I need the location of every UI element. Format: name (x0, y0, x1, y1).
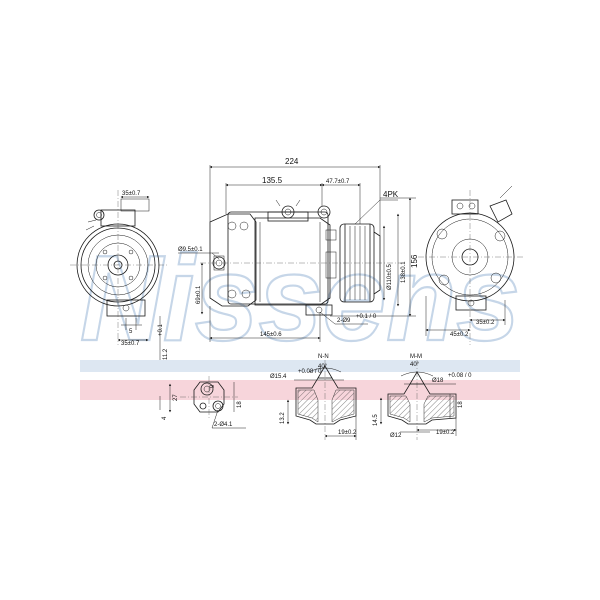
section1-bore-tol: +0.08 / 0 (298, 369, 322, 375)
rear-dim-35: 35±0.2 (476, 320, 495, 326)
front-dim-vertical-tol: +0.1 (158, 323, 164, 336)
port-dim-4: 4 (162, 416, 168, 420)
front-dim-small: 5 (129, 329, 133, 335)
port-detail: 27 4 2-Ø4.1 9 18 (159, 376, 246, 429)
section2-dim-18: 18 (458, 401, 464, 408)
front-dim-vertical: 11.2 (163, 348, 169, 360)
section1-dim-13: 13.2 (280, 412, 286, 424)
section2-label: M-M (410, 354, 422, 360)
front-dim-top: 35±0.7 (122, 191, 141, 197)
side-dim-156: 156 (410, 254, 419, 268)
section2-bore-tol: +0.08 / 0 (448, 373, 472, 379)
side-dim-47: 47.7±0.7 (326, 179, 350, 185)
side-dim-2holes-tol: +0.1 / 0 (356, 314, 377, 320)
port-dim-18: 18 (237, 401, 243, 408)
section1-label: N-N (318, 354, 329, 360)
section2-dim-14: 14.5 (373, 414, 379, 426)
front-view: 35±0.7 5 35±0.7 11.2 +0.1 (70, 190, 169, 360)
side-dim-138: 138±0.1 (401, 261, 407, 283)
side-dim-overall: 224 (285, 157, 299, 166)
section2-dim-12: Ø12 (390, 433, 402, 439)
rear-view: 35±0.2 45±0.2 (418, 185, 525, 345)
rear-dim-45: 45±0.2 (450, 332, 469, 338)
section2-bore: Ø18 (432, 378, 444, 384)
side-dim-pulley: Ø110±0.5 (387, 263, 393, 290)
side-dim-2holes: 2-Ø9 (337, 318, 351, 324)
section-view-2: M-M 40° Ø18 +0.08 / 0 18 14.5 Ø12 19±0.2 (373, 354, 472, 440)
section2-angle: 40° (410, 362, 420, 368)
section1-bore: Ø15.4 (270, 374, 287, 380)
side-dim-hole: Ø9.5±0.1 (178, 247, 203, 253)
port-dim-27: 27 (173, 394, 179, 401)
port-dim-2holes: 2-Ø4.1 (214, 422, 233, 428)
blue-band (80, 360, 520, 372)
side-label-pulley: 4PK (383, 190, 399, 199)
section2-dim-19: 19±0.2 (436, 430, 455, 436)
front-dim-bottom: 35±0.7 (121, 341, 140, 347)
side-dim-135: 135.5 (262, 176, 283, 185)
side-dim-height-left: 69±0.1 (196, 285, 202, 304)
section1-angle: 40° (318, 364, 328, 370)
section1-dim-19: 19±0.2 (338, 430, 357, 436)
port-dim-9: 9 (210, 384, 216, 388)
side-view: 224 135.5 47.7±0.7 4PK Ø9.5±0.1 69±0.1 Ø… (178, 157, 419, 342)
side-dim-145: 145±0.6 (260, 332, 282, 338)
section-view-1: N-N 40° Ø15.4 +0.08 / 0 13.2 19±0.2 (270, 354, 357, 440)
